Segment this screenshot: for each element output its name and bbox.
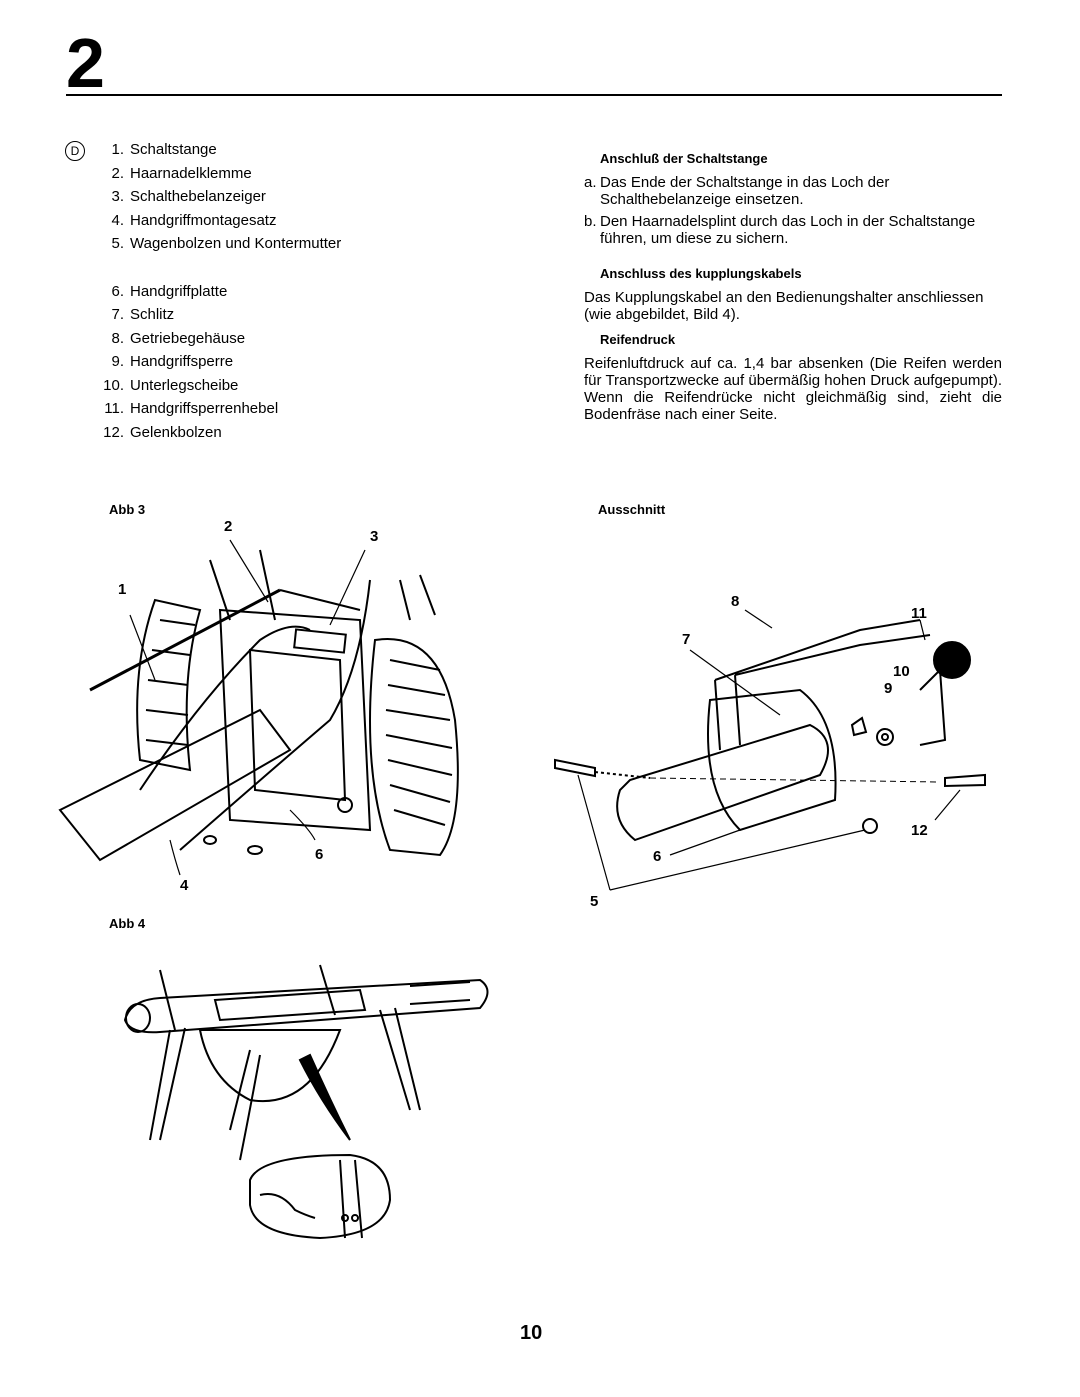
chapter-number: 2 (66, 24, 105, 102)
legend-item-label: Haarnadelklemme (130, 164, 252, 182)
detail-callout-9: 9 (884, 680, 893, 697)
detail-callout-10: 10 (893, 663, 910, 680)
step-letter: a. (584, 174, 597, 191)
tiller-shift-rod-illustration (58, 539, 459, 876)
section-title-clutch-cable: Anschluss des kupplungskabels (600, 266, 802, 281)
legend-item-label: Handgriffsperrenhebel (130, 400, 279, 417)
legend-item-label: Unterlegscheibe (130, 376, 239, 394)
language-badge: D (65, 141, 85, 161)
header-rule (66, 94, 1002, 96)
detail-callout-12: 12 (911, 822, 928, 839)
step-b: b. Den Haarnadelsplint durch das Loch in… (584, 213, 1002, 247)
legend-item-label: Schalthebelanzeiger (130, 188, 266, 205)
step-a: a. Das Ende der Schaltstange in das Loch… (584, 174, 1002, 208)
legend-item: 6. Handgriffplatte (94, 280, 341, 304)
legend-item-number: 5. (111, 235, 124, 252)
detail-callout-11: 11 (911, 605, 927, 622)
legend-item-number: 4. (111, 211, 124, 229)
legend-item: 4. Handgriffmontagesatz (94, 209, 341, 233)
legend-item: 11. Handgriffsperrenhebel (94, 397, 341, 421)
legend-item-label: Handgriffmontagesatz (130, 211, 277, 229)
abb3-callout-4: 4 (180, 877, 189, 894)
figure-label-abb4: Abb 4 (109, 916, 146, 931)
legend-item-label: Getriebegehäuse (130, 329, 246, 347)
parts-legend: 1. Schaltstange 2. Haarnadelklemme 3. Schalth… (94, 138, 341, 444)
legend-item-label: Handgriffplatte (130, 282, 228, 300)
section-title-tire-pressure: Reifendruck (600, 332, 676, 347)
legend-item: 10. Unterlegscheibe (94, 374, 341, 398)
abb3-callout-6: 6 (315, 846, 324, 863)
legend-item: 8. Getriebegehäuse (94, 327, 341, 351)
legend-item-number: 8. (111, 329, 124, 347)
legend-item: 12. Gelenkbolzen (94, 421, 341, 445)
legend-item-label: Schaltstange (130, 141, 217, 158)
legend-item-number: 3. (111, 188, 124, 205)
clutch-cable-text: Das Kupplungskabel an den Bedienungshalt… (584, 289, 984, 323)
section-title-shift-rod: Anschluß der Schaltstange (600, 151, 768, 166)
detail-callout-7: 7 (682, 631, 691, 648)
legend-item-number: 7. (111, 306, 124, 323)
legend-item: 7. Schlitz (94, 303, 341, 327)
abb3-callout-2: 2 (224, 518, 233, 535)
legend-gap (94, 256, 341, 280)
page-number: 10 (520, 1322, 543, 1344)
step-letter: b. (584, 213, 597, 230)
legend-item-number: 6. (111, 282, 124, 300)
instructions-column: Anschluß der Schaltstange a. Das Ende de… (584, 150, 1002, 423)
detail-callout-8: 8 (731, 593, 740, 610)
handle-lock-detail-illustration (554, 609, 986, 891)
legend-item-number: 11. (104, 400, 124, 417)
legend-item-number: 1. (111, 141, 124, 158)
abb3-callout-3: 3 (370, 528, 379, 545)
legend-item: 3. Schalthebelanzeiger (94, 185, 341, 209)
figure-label-abb3: Abb 3 (109, 502, 146, 517)
tire-pressure-text: Reifenluftdruck auf ca. 1,4 bar absenken… (584, 355, 1002, 423)
legend-item-number: 12. (103, 423, 124, 441)
legend-item: 5. Wagenbolzen und Kontermutter (94, 232, 341, 256)
figure-label-detail: Ausschnitt (598, 502, 666, 517)
step-text: Das Ende der Schaltstange in das Loch de… (600, 174, 890, 208)
step-text: Den Haarnadelsplint durch das Loch in de… (600, 213, 976, 247)
detail-callout-5: 5 (590, 893, 599, 910)
legend-item-number: 2. (111, 164, 124, 182)
legend-item-label: Schlitz (130, 306, 175, 323)
abb3-callout-1: 1 (118, 581, 127, 598)
legend-item-number: 10. (103, 376, 124, 394)
legend-item-number: 9. (111, 353, 124, 370)
legend-item-label: Handgriffsperre (130, 353, 234, 370)
legend-item-label: Wagenbolzen und Kontermutter (130, 235, 342, 252)
legend-item-label: Gelenkbolzen (130, 423, 222, 441)
clutch-cable-illustration (123, 964, 489, 1240)
legend-item: 2. Haarnadelklemme (94, 162, 341, 186)
detail-callout-6: 6 (653, 848, 662, 865)
legend-item: 9. Handgriffsperre (94, 350, 341, 374)
legend-item: 1. Schaltstange (94, 138, 341, 162)
